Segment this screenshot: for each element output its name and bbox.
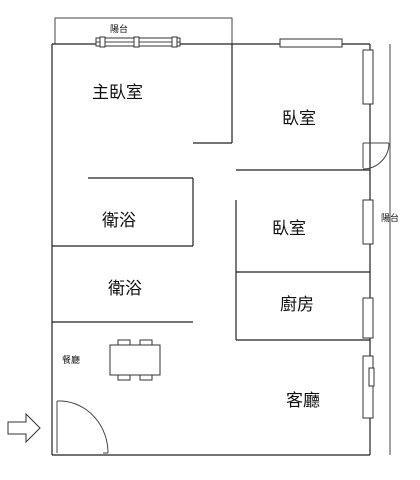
window-right-bedroom — [362, 49, 374, 105]
door-right-top — [362, 142, 390, 170]
balcony-top-label: 陽台 — [110, 23, 128, 35]
window-right-living — [362, 355, 374, 419]
outer-walls — [51, 43, 391, 456]
bath-lower-label: 衛浴 — [108, 279, 142, 299]
entrance-door — [56, 400, 109, 454]
bedroom-mid-label: 臥室 — [272, 219, 306, 239]
window-right-kitchen — [362, 297, 374, 339]
balcony-right-label: 陽台 — [381, 212, 399, 224]
living-label: 客廳 — [286, 391, 320, 411]
kitchen-label: 廚房 — [280, 294, 314, 315]
master-bedroom-label: 主臥室 — [92, 83, 143, 103]
top-balcony: 陽台 — [54, 17, 233, 44]
dining-table — [109, 339, 161, 381]
dining-label: 餐廳 — [62, 354, 80, 366]
entrance-arrow-icon — [7, 412, 41, 444]
interior-walls — [52, 44, 370, 341]
window-right-bedroom2 — [362, 199, 374, 245]
bedroom-top-label: 臥室 — [282, 109, 316, 129]
windows — [95, 36, 375, 419]
bath-upper-label: 衛浴 — [102, 211, 136, 231]
window-top-right — [279, 38, 343, 48]
